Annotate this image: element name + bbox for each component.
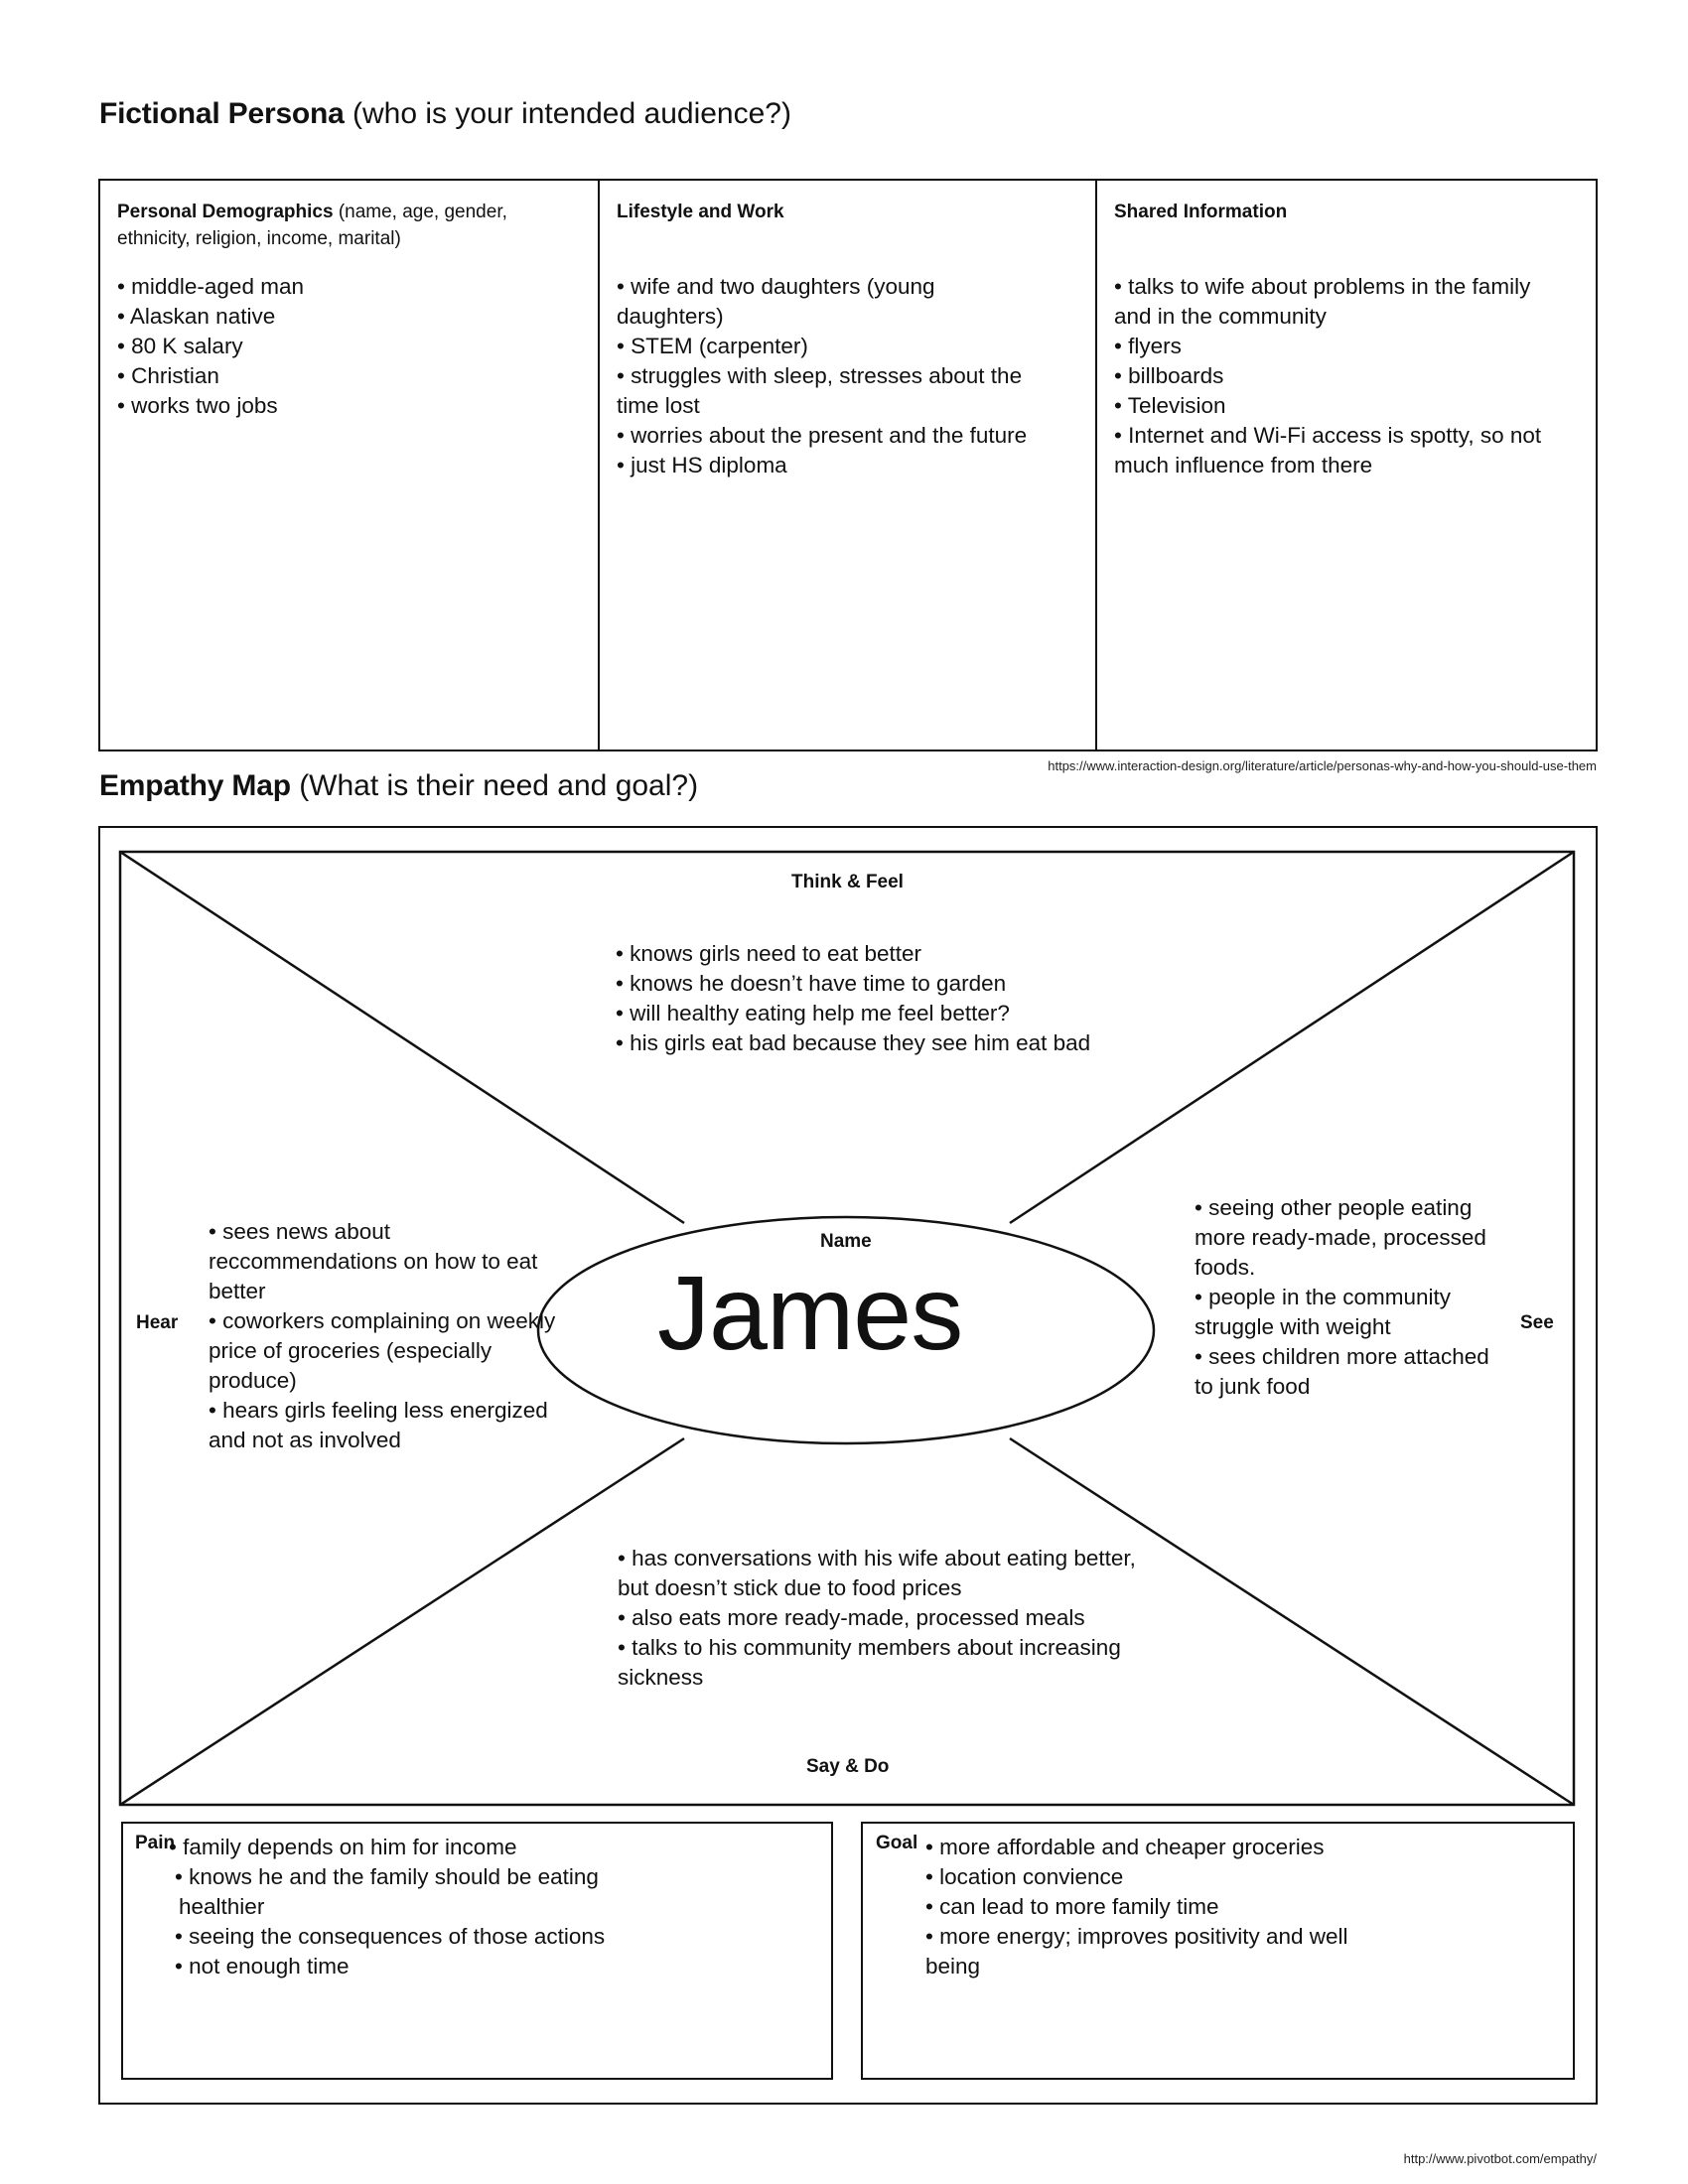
list-item: • middle-aged man — [117, 274, 304, 299]
column-title-text: Shared Information — [1114, 202, 1288, 222]
bullet-list: • wife and two daughters (young daughter… — [617, 272, 1048, 480]
persona-heading-bold: Fictional Persona — [99, 97, 345, 130]
persona-divider-1 — [598, 179, 600, 751]
goal-label: Goal — [876, 1833, 918, 1853]
think-feel-label: Think & Feel — [791, 872, 904, 892]
hear-list: • sees news about reccommendations on ho… — [209, 1217, 566, 1455]
list-item: • not enough time — [175, 1954, 350, 1979]
list-item: • STEM (carpenter) — [617, 334, 808, 358]
list-item: • flyers — [1114, 334, 1182, 358]
column-title-text: Personal Demographics — [117, 202, 334, 222]
bullet-list: • middle-aged man • Alaskan native • 80 … — [117, 272, 578, 421]
column-title: Shared Information — [1114, 199, 1555, 225]
column-title: Personal Demographics (name, age, gender… — [117, 199, 578, 252]
list-item: • seeing other people eating more ready-… — [1195, 1195, 1486, 1280]
list-item: • can lead to more family time — [925, 1894, 1219, 1919]
list-item: • more affordable and cheaper groceries — [925, 1835, 1325, 1859]
list-item: • more energy; improves positivity and w… — [925, 1924, 1348, 1979]
say-do-label: Say & Do — [806, 1756, 890, 1777]
empathy-inner-rect — [118, 850, 1576, 1807]
list-item: • billboards — [1114, 363, 1224, 388]
goal-list: • more affordable and cheaper groceries … — [925, 1833, 1362, 1981]
list-item: • knows he and the family should be eati… — [175, 1864, 599, 1919]
pain-box — [121, 1822, 833, 2080]
column-title-text: Lifestyle and Work — [617, 202, 784, 222]
say-do-list: • has conversations with his wife about … — [618, 1544, 1144, 1693]
persona-divider-2 — [1095, 179, 1097, 751]
see-list: • seeing other people eating more ready-… — [1195, 1193, 1492, 1402]
persona-heading: Fictional Persona (who is your intended … — [99, 97, 791, 131]
empathy-source-url[interactable]: http://www.pivotbot.com/empathy/ — [1403, 2151, 1597, 2166]
list-item: • will healthy eating help me feel bette… — [616, 1001, 1010, 1025]
persona-column-shared-info: Shared Information • talks to wife about… — [1096, 179, 1573, 750]
list-item: • family depends on him for income — [169, 1835, 517, 1859]
empathy-heading-bold: Empathy Map — [99, 769, 291, 802]
bullet-list: • talks to wife about problems in the fa… — [1114, 272, 1555, 480]
list-item: • also eats more ready-made, processed m… — [618, 1605, 1085, 1630]
list-item: • sees news about reccommendations on ho… — [209, 1219, 538, 1303]
pain-list: • family depends on him for income • kno… — [169, 1833, 675, 1981]
persona-source-url[interactable]: https://www.interaction-design.org/liter… — [1048, 758, 1597, 773]
list-item: • works two jobs — [117, 393, 278, 418]
goal-box — [861, 1822, 1575, 2080]
list-item: • wife and two daughters (young daughter… — [617, 274, 935, 329]
list-item: • seeing the consequences of those actio… — [175, 1924, 606, 1949]
list-item: • his girls eat bad because they see him… — [616, 1030, 1091, 1055]
list-item: • knows girls need to eat better — [616, 941, 922, 966]
persona-name: James — [657, 1255, 963, 1372]
persona-column-lifestyle: Lifestyle and Work • wife and two daught… — [599, 179, 1065, 750]
name-ellipse — [536, 1215, 1156, 1445]
persona-table — [98, 179, 1598, 751]
list-item: • worries about the present and the futu… — [617, 423, 1028, 448]
list-item: • Christian — [117, 363, 219, 388]
list-item: • knows he doesn’t have time to garden — [616, 971, 1007, 996]
list-item: • talks to his community members about i… — [618, 1635, 1121, 1690]
list-item: • coworkers complaining on weekly price … — [209, 1308, 556, 1393]
list-item: • 80 K salary — [117, 334, 243, 358]
list-item: • struggles with sleep, stresses about t… — [617, 363, 1023, 418]
name-label: Name — [820, 1231, 872, 1252]
diagonal-top-right — [1009, 850, 1575, 1225]
list-item: • Internet and Wi-Fi access is spotty, s… — [1114, 423, 1542, 478]
persona-column-demographics: Personal Demographics (name, age, gender… — [99, 179, 596, 750]
list-item: • people in the community struggle with … — [1195, 1285, 1452, 1339]
diagonal-bottom-right — [1009, 1436, 1575, 1807]
empathy-map-frame — [98, 826, 1598, 2105]
diagonal-bottom-left — [119, 1436, 685, 1807]
list-item: • sees children more attached to junk fo… — [1195, 1344, 1489, 1399]
diagonal-top-left — [119, 850, 685, 1225]
hear-label: Hear — [136, 1312, 179, 1333]
list-item: • Alaskan native — [117, 304, 276, 329]
pain-label: Pain — [135, 1833, 176, 1853]
empathy-heading: Empathy Map (What is their need and goal… — [99, 769, 698, 803]
list-item: • Television — [1114, 393, 1226, 418]
see-label: See — [1520, 1312, 1554, 1333]
persona-heading-rest: (who is your intended audience?) — [352, 97, 791, 130]
column-title-note: (name, age, gender, ethnicity, religion,… — [117, 202, 507, 249]
list-item: • location convience — [925, 1864, 1124, 1889]
empathy-heading-rest: (What is their need and goal?) — [299, 769, 699, 802]
list-item: • just HS diploma — [617, 453, 787, 478]
think-feel-list: • knows girls need to eat better • knows… — [616, 939, 1152, 1058]
list-item: • has conversations with his wife about … — [618, 1546, 1136, 1600]
list-item: • talks to wife about problems in the fa… — [1114, 274, 1531, 329]
list-item: • hears girls feeling less energized and… — [209, 1398, 548, 1452]
column-title: Lifestyle and Work — [617, 199, 1048, 225]
